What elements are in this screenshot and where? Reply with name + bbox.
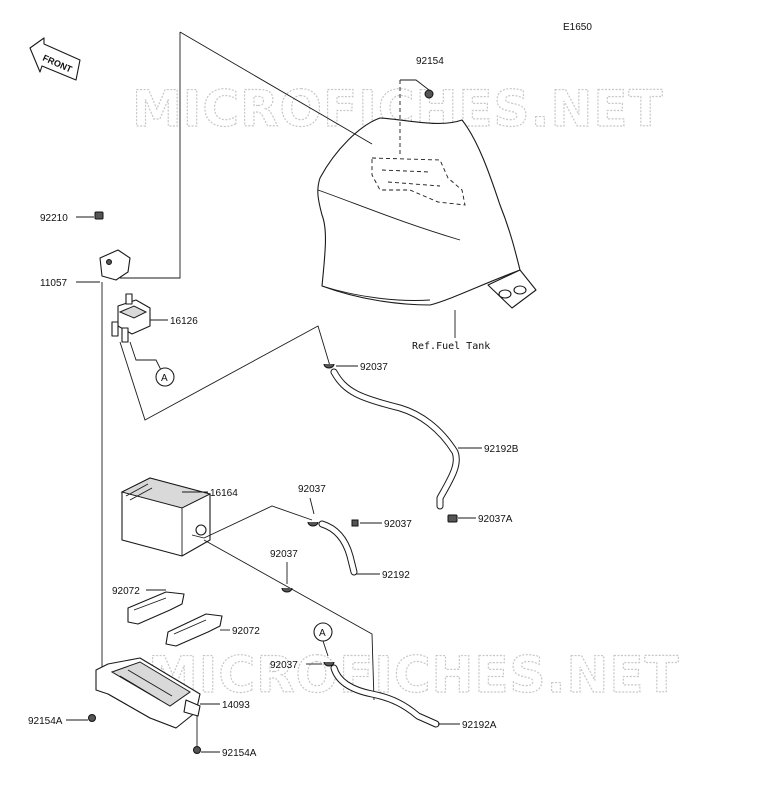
watermark-bottom: MICROFICHES.NET bbox=[148, 646, 680, 704]
front-arrow-icon: FRONT bbox=[29, 37, 81, 81]
hose-route-top bbox=[119, 325, 331, 421]
label-11057: 11057 bbox=[40, 278, 68, 289]
bolt-92154A-left-icon bbox=[88, 714, 96, 722]
hose-92192A-icon bbox=[330, 664, 440, 728]
bolt-92154A-bottom-icon bbox=[193, 746, 201, 754]
clamp-92037-e-icon bbox=[323, 661, 335, 667]
solenoid-valve-16126-icon bbox=[111, 293, 151, 343]
ref-marker-a-bottom-label: A bbox=[319, 628, 326, 639]
label-92037-d: 92037 bbox=[270, 549, 298, 560]
clip-92210-icon bbox=[94, 211, 104, 220]
clamp-92037-c-icon bbox=[351, 519, 359, 527]
label-92192: 92192 bbox=[382, 570, 410, 581]
label-92154A-bottom: 92154A bbox=[222, 748, 257, 759]
label-92037A: 92037A bbox=[478, 514, 513, 525]
ref-marker-a-top-label: A bbox=[161, 373, 168, 384]
clamp-92037-b-icon bbox=[307, 521, 319, 527]
label-92210: 92210 bbox=[40, 213, 68, 224]
tray-14093-icon bbox=[95, 657, 201, 729]
band-92072-upper-icon bbox=[127, 591, 185, 625]
hose-92192-icon bbox=[318, 520, 358, 576]
clamp-92037A-icon bbox=[447, 514, 458, 523]
frame-line-left bbox=[120, 31, 373, 279]
hose-route-mid bbox=[203, 505, 313, 539]
fuel-tank-outline bbox=[317, 117, 537, 309]
clamp-92037-upper-icon bbox=[323, 363, 335, 369]
label-16164: 16164 bbox=[210, 488, 238, 499]
ref-marker-a-bottom: A bbox=[313, 622, 333, 642]
label-92072-lower: 92072 bbox=[232, 626, 260, 637]
label-92154-top: 92154 bbox=[416, 56, 444, 67]
hose-92192B-icon bbox=[330, 368, 460, 510]
canister-16164-icon bbox=[120, 477, 212, 557]
ref-marker-a-top: A bbox=[155, 367, 175, 387]
diagram-code: E1650 bbox=[563, 22, 592, 33]
label-92154A-left: 92154A bbox=[28, 716, 63, 727]
label-92037-c: 92037 bbox=[384, 519, 412, 530]
bolt-92154-icon bbox=[424, 89, 434, 99]
label-92192B: 92192B bbox=[484, 444, 519, 455]
label-92072-upper: 92072 bbox=[112, 586, 140, 597]
label-16126: 16126 bbox=[170, 316, 198, 327]
label-92192A: 92192A bbox=[462, 720, 497, 731]
clamp-92037-d-icon bbox=[281, 587, 293, 593]
label-92037-e: 92037 bbox=[270, 660, 298, 671]
label-92037-b: 92037 bbox=[298, 484, 326, 495]
hose-route-lower bbox=[203, 539, 375, 701]
ref-fuel-tank-label: Ref.Fuel Tank bbox=[412, 341, 490, 352]
label-14093: 14093 bbox=[222, 700, 250, 711]
bracket-11057-icon bbox=[99, 249, 131, 281]
label-92037-upper: 92037 bbox=[360, 362, 388, 373]
band-92072-lower-icon bbox=[165, 613, 223, 647]
